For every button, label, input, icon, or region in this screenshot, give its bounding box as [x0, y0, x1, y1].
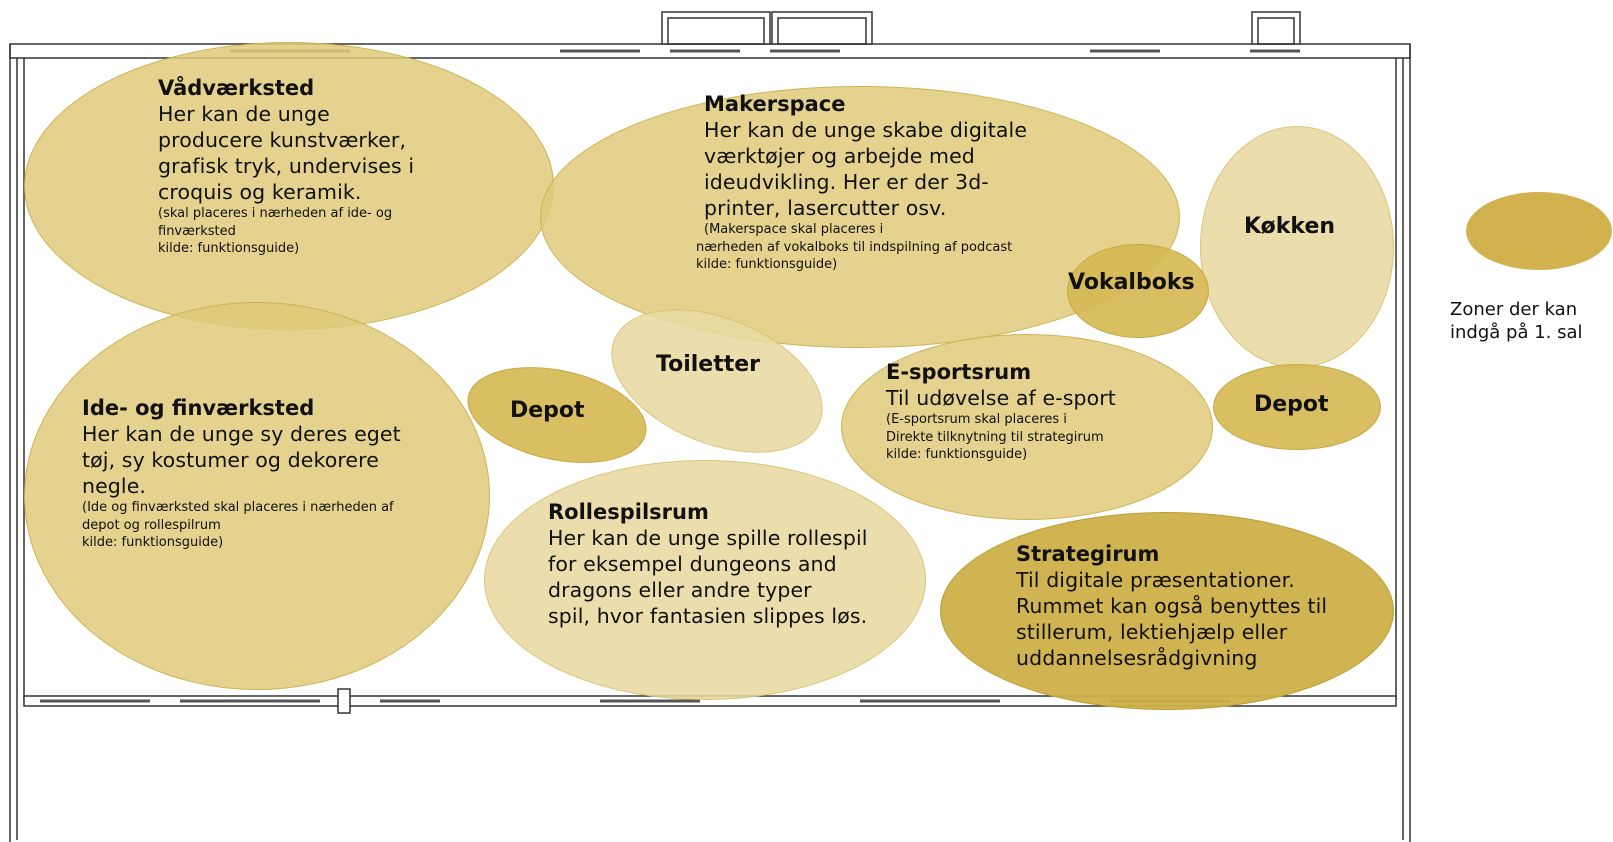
vaadvaerksted-note-line: kilde: funktionsguide): [158, 240, 300, 256]
vaadvaerksted-body-line: producere kunstværker,: [158, 128, 407, 153]
zone-depot-right: [1213, 364, 1381, 450]
ide-finvaerksted-body-line: negle.: [82, 474, 147, 499]
strategirum-title: Strategirum: [1016, 542, 1160, 566]
zone-koekken: [1200, 126, 1394, 368]
vaadvaerksted-body-line: grafisk tryk, undervises i: [158, 154, 415, 179]
zone-vokalboks: [1067, 244, 1209, 338]
rollespilsrum-body-line: for eksempel dungeons and: [548, 552, 837, 577]
makerspace-note-line: (Makerspace skal placeres i: [704, 222, 884, 238]
makerspace-body-line: printer, lasercutter osv.: [704, 196, 947, 221]
zone-ide-finvaerksted: [24, 302, 490, 690]
strategirum-body-line: uddannelsesrådgivning: [1016, 646, 1258, 671]
makerspace-body-line: værktøjer og arbejde med: [704, 144, 975, 169]
strategirum-body-line: Rummet kan også benyttes til: [1016, 594, 1328, 619]
esportsrum-text: E-sportsrum Til udøvelse af e-sport (E-s…: [886, 360, 1116, 463]
makerspace-text: Makerspace Her kan de unge skabe digital…: [696, 92, 1028, 273]
vaadvaerksted-note-line: finværksted: [158, 223, 236, 239]
ide-finvaerksted-note-line: (Ide og finværksted skal placeres i nærh…: [82, 500, 394, 516]
legend-swatch: [1466, 192, 1612, 270]
depot-left-title: Depot: [510, 398, 585, 423]
strategirum-body-line: Til digitale præsentationer.: [1016, 568, 1295, 593]
vokalboks-title: Vokalboks: [1068, 270, 1195, 295]
vaadvaerksted-body-line: Her kan de unge: [158, 102, 330, 127]
vaadvaerksted-note-line: (skal placeres i nærheden af ide- og: [158, 206, 393, 222]
vaadvaerksted-body-line: croquis og keramik.: [158, 180, 362, 205]
esportsrum-note-line: Direkte tilknytning til strategirum: [886, 429, 1104, 445]
rollespilsrum-text: Rollespilsrum Her kan de unge spille rol…: [548, 500, 868, 629]
makerspace-title: Makerspace: [704, 92, 846, 116]
zone-vaadvaerksted: [24, 42, 554, 330]
strategirum-body-line: stillerum, lektiehjælp eller: [1016, 620, 1288, 645]
esportsrum-note-line: (E-sportsrum skal placeres i: [886, 412, 1067, 428]
legend-line: Zoner der kan: [1450, 299, 1578, 320]
rollespilsrum-body-line: Her kan de unge spille rollespil: [548, 526, 868, 551]
strategirum-text: Strategirum Til digitale præsentationer.…: [1016, 542, 1327, 671]
rollespilsrum-body-line: spil, hvor fantasien slippes løs.: [548, 604, 868, 629]
makerspace-body-line: ideudvikling. Her er der 3d-: [704, 170, 989, 195]
esportsrum-title: E-sportsrum: [886, 360, 1032, 384]
ide-finvaerksted-note-line: kilde: funktionsguide): [82, 534, 224, 550]
ide-finvaerksted-body-line: tøj, sy kostumer og dekorere: [82, 448, 379, 473]
ide-finvaerksted-title: Ide- og finværksted: [82, 396, 315, 420]
depot-right-title: Depot: [1254, 392, 1329, 417]
zone-strategirum: [940, 512, 1394, 710]
rollespilsrum-title: Rollespilsrum: [548, 500, 709, 524]
legend-label: Zoner der kan indgå på 1. sal: [1450, 298, 1583, 345]
ide-finvaerksted-body-line: Her kan de unge sy deres eget: [82, 422, 401, 447]
vaadvaerksted-text: Vådværksted Her kan de unge producere ku…: [158, 76, 414, 257]
ide-finvaerksted-note-line: depot og rollespilrum: [82, 517, 221, 533]
zone-rollespilsrum: [484, 460, 926, 700]
makerspace-body-line: Her kan de unge skabe digitale: [704, 118, 1028, 143]
ide-finvaerksted-text: Ide- og finværksted Her kan de unge sy d…: [82, 396, 401, 551]
makerspace-note-line: kilde: funktionsguide): [696, 256, 838, 272]
zone-esportsrum: [841, 334, 1213, 520]
koekken-title: Køkken: [1244, 214, 1336, 239]
esportsrum-note-line: kilde: funktionsguide): [886, 446, 1028, 462]
esportsrum-body-line: Til udøvelse af e-sport: [886, 386, 1116, 411]
toiletter-title: Toiletter: [656, 352, 761, 377]
makerspace-note-line: nærheden af vokalboks til indspilning af…: [696, 239, 1013, 255]
legend-line: indgå på 1. sal: [1450, 322, 1583, 344]
vaadvaerksted-title: Vådværksted: [158, 76, 315, 100]
rollespilsrum-body-line: dragons eller andre typer: [548, 578, 812, 603]
